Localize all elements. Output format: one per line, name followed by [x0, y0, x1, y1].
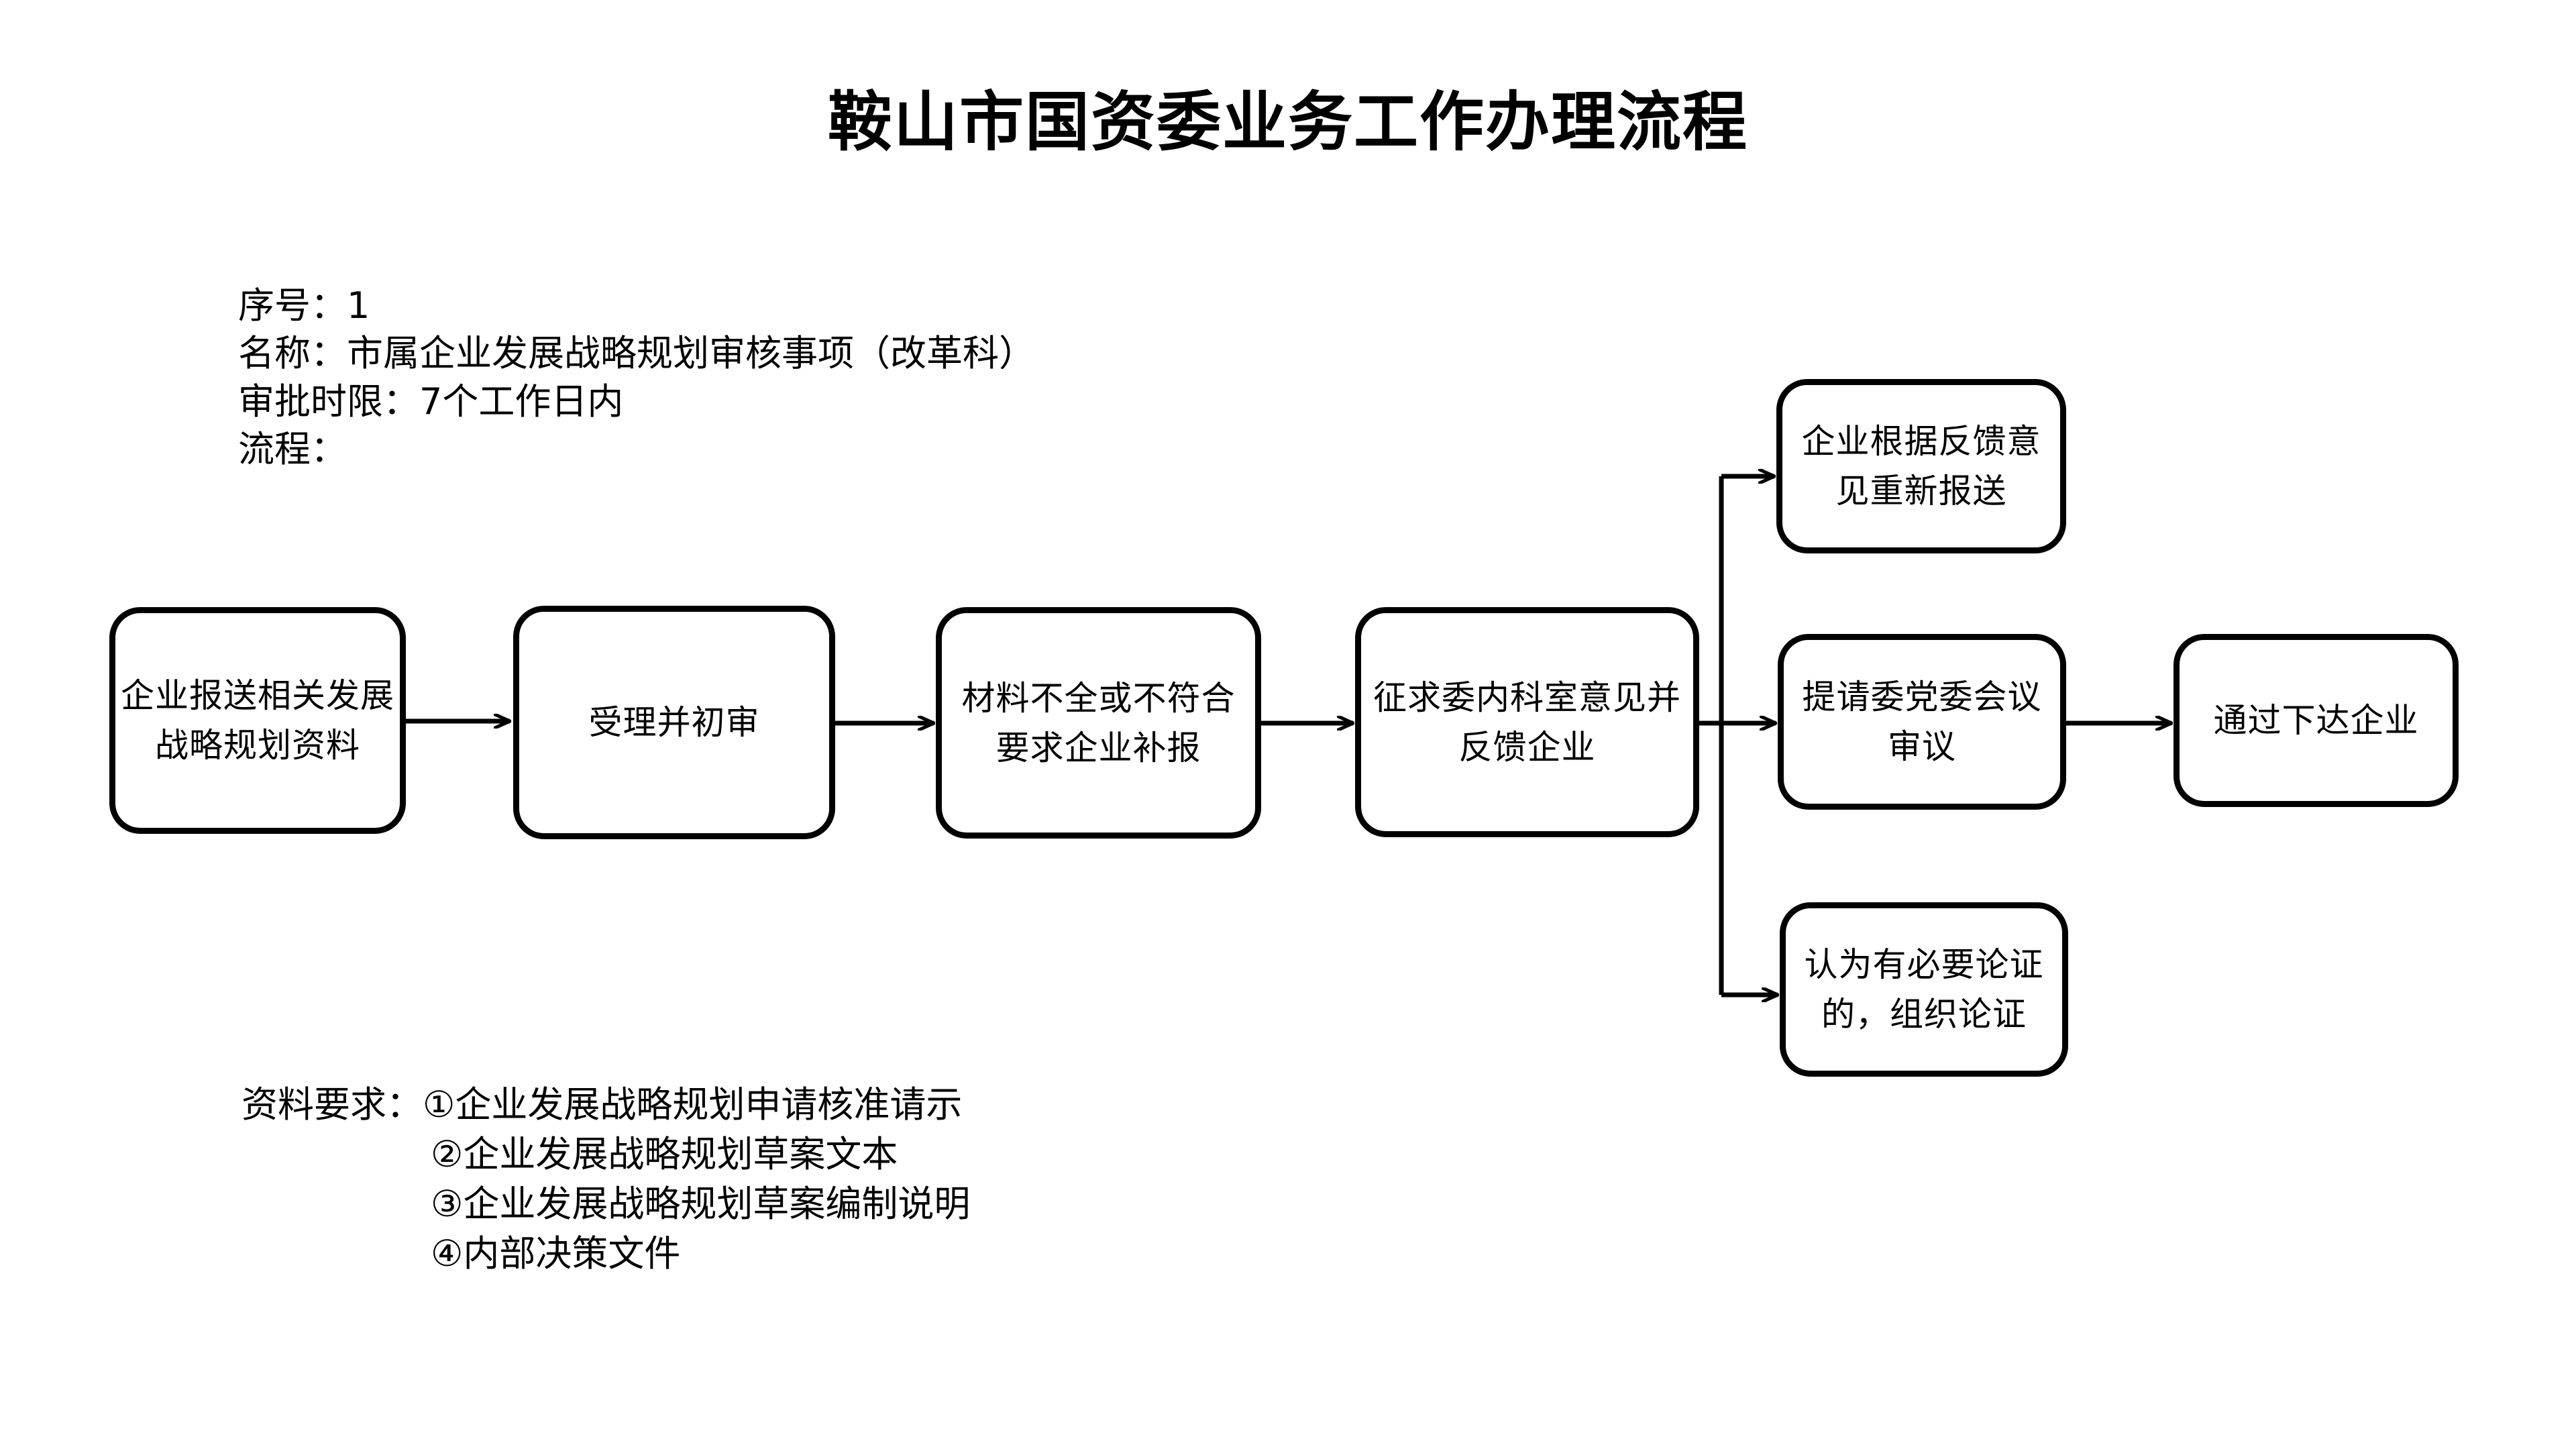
flow-box-label: 企业根据反馈意见重新报送 — [1801, 422, 2041, 511]
flow-box-label: 通过下达企业 — [2213, 701, 2419, 740]
requirement-line-3: ③企业发展战略规划草案编制说明 — [431, 1182, 971, 1225]
flow-box-submit-materials[interactable]: 企业报送相关发展战略规划资料 — [109, 607, 406, 834]
flow-box-label: 受理并初审 — [588, 703, 760, 742]
meta-line-process: 流程： — [238, 427, 347, 470]
requirement-line-1: 资料要求：①企业发展战略规划申请核准请示 — [241, 1083, 963, 1126]
meta-line-serial: 序号：1 — [238, 284, 370, 327]
flow-box-label: 征求委内科室意见并反馈企业 — [1373, 678, 1681, 767]
meta-info-block: 序号：1 名称：市属企业发展战略规划审核事项（改革科） 审批时限：7个工作日内 … — [238, 282, 1035, 473]
requirement-line-2: ②企业发展战略规划草案文本 — [431, 1132, 898, 1175]
requirements-block: 资料要求：①企业发展战略规划申请核准请示 ②企业发展战略规划草案文本 ③企业发展… — [241, 1080, 970, 1279]
flow-box-resubmit-after-feedback[interactable]: 企业根据反馈意见重新报送 — [1776, 379, 2066, 553]
page-title: 鞍山市国资委业务工作办理流程 — [828, 85, 1748, 160]
flow-box-approved-issue-to-enterprise[interactable]: 通过下达企业 — [2174, 634, 2459, 807]
flow-box-label: 认为有必要论证的，组织论证 — [1804, 945, 2044, 1034]
flow-box-label: 企业报送相关发展战略规划资料 — [121, 676, 394, 765]
requirement-line-4: ④内部决策文件 — [431, 1232, 681, 1275]
meta-line-name: 名称：市属企业发展战略规划审核事项（改革科） — [238, 332, 1035, 375]
flow-box-label: 提请委党委会议审议 — [1802, 678, 2042, 766]
meta-line-deadline: 审批时限：7个工作日内 — [238, 380, 624, 423]
flow-box-consult-departments[interactable]: 征求委内科室意见并反馈企业 — [1355, 607, 1699, 837]
flow-box-party-committee-review[interactable]: 提请委党委会议审议 — [1778, 634, 2066, 810]
flow-box-organize-demonstration[interactable]: 认为有必要论证的，组织论证 — [1780, 902, 2068, 1077]
flow-box-label: 材料不全或不符合要求企业补报 — [961, 678, 1236, 767]
flow-box-incomplete-materials[interactable]: 材料不全或不符合要求企业补报 — [936, 607, 1261, 839]
flow-box-accept-and-review[interactable]: 受理并初审 — [513, 606, 835, 839]
